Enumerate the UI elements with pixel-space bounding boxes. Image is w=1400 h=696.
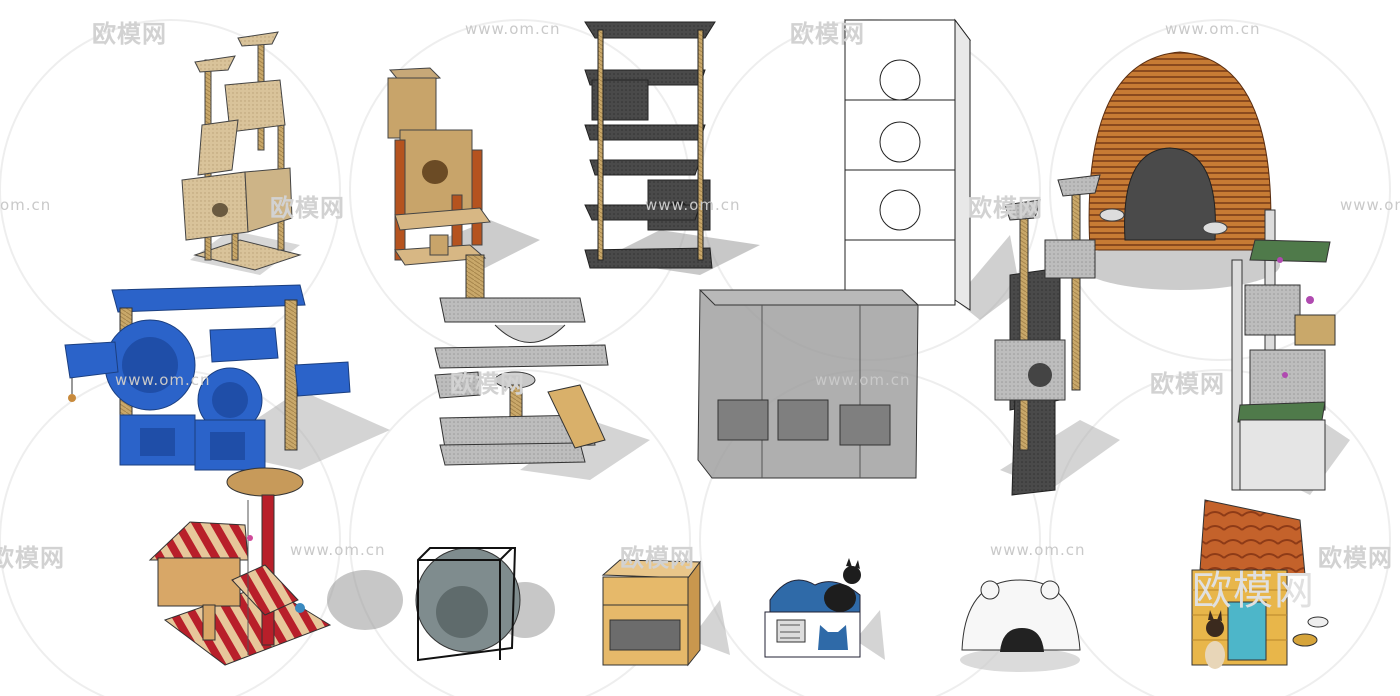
- striped-cat-house: [148, 467, 403, 666]
- glass-litter-enclosure: [697, 289, 920, 479]
- wooden-nightstand-bed: [601, 559, 730, 667]
- white-cabinet-tower: [844, 18, 1020, 320]
- cube-frame-cat-bed: [415, 547, 555, 662]
- watermark-url: www.om.cn: [645, 196, 741, 214]
- white-dome-bed: [960, 579, 1081, 672]
- watermark-brand: 欧模网: [1150, 370, 1225, 398]
- watermark-url: www.om.cn: [290, 541, 386, 559]
- watermark-brand: 欧模网: [968, 194, 1043, 222]
- wooden-egg-pod: [1080, 51, 1280, 290]
- watermark-brand-large: 欧模网: [1192, 568, 1315, 614]
- watermark-brand: 欧模网: [92, 20, 167, 48]
- watermark-brand: 欧模网: [620, 544, 695, 572]
- watermark-brand: 欧模网: [790, 20, 865, 48]
- beige-cat-tree: [181, 31, 302, 275]
- blue-carrier-with-cat: [764, 558, 885, 660]
- watermark-url: www.om.cn: [1340, 196, 1400, 214]
- watermark-url: www.om.cn: [815, 371, 911, 389]
- grey-carpet-tree: [434, 254, 650, 480]
- brown-cat-tree: [387, 67, 540, 268]
- watermark-url: www.om.cn: [1165, 20, 1261, 38]
- watermark-brand: 欧模网: [0, 544, 65, 572]
- watermark-url: www.om.cn: [115, 371, 211, 389]
- watermark-url: om.cn: [0, 196, 52, 214]
- grey-tower-with-toys: [1231, 209, 1350, 495]
- watermark-brand: 欧模网: [270, 194, 345, 222]
- blue-cat-playground: [64, 284, 390, 471]
- watermark-brand: 欧模网: [1318, 544, 1393, 572]
- dark-grey-cat-tree: [584, 21, 760, 275]
- grey-staircase-tree: [994, 174, 1120, 496]
- watermark-url: www.om.cn: [990, 541, 1086, 559]
- tile-roof-cat-house: [1191, 499, 1329, 669]
- watermark-brand: 欧模网: [450, 370, 525, 398]
- watermark-url: www.om.cn: [465, 20, 561, 38]
